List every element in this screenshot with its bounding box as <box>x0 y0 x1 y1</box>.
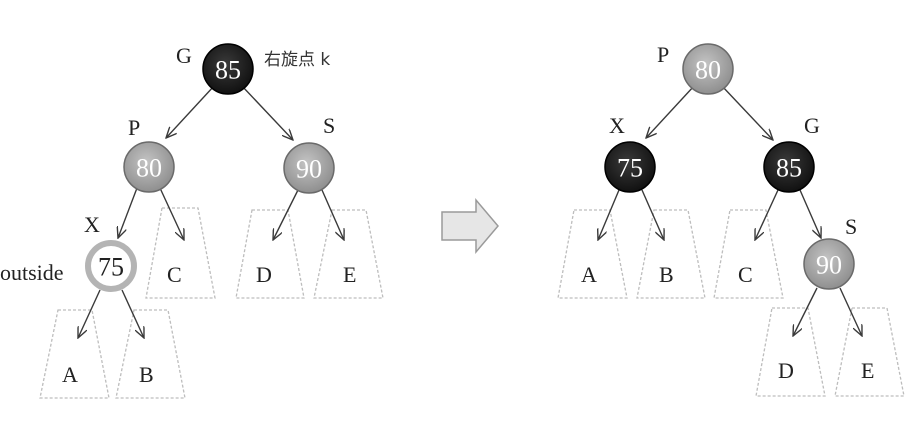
after-node-p: 80 P <box>657 42 734 95</box>
before-edge-g-p <box>166 85 215 138</box>
before-subtree-b: B <box>115 309 186 399</box>
after-node-p-value: 80 <box>695 56 721 85</box>
after-node-x: 75 X <box>604 113 656 193</box>
before-edge-s-d <box>273 189 299 240</box>
after-edge-g-s <box>799 189 821 238</box>
before-edge-p-c <box>159 187 184 240</box>
after-edge-g-c <box>755 189 779 240</box>
before-node-p-value: 80 <box>136 154 162 183</box>
after-node-g-value: 85 <box>776 154 802 183</box>
before-node-g-value: 85 <box>215 56 241 85</box>
before-subtree-a: A <box>39 309 110 399</box>
before-node-x-letter: X <box>84 212 100 237</box>
before-edge-p-x <box>118 187 138 238</box>
after-node-s-value: 90 <box>816 251 842 280</box>
before-node-s: 90 S <box>283 113 335 194</box>
before-subtree-e-label: E <box>343 262 356 287</box>
before-subtree-d: D <box>235 209 305 299</box>
after-subtree-c: C <box>713 209 784 299</box>
before-subtree-b-label: B <box>139 362 154 387</box>
before-node-s-value: 90 <box>296 155 322 184</box>
after-subtree-e: E <box>834 307 905 397</box>
after-tree: A B C D E 80 P <box>557 42 905 397</box>
before-subtree-e: E <box>313 209 384 299</box>
after-node-p-letter: P <box>657 42 669 67</box>
before-node-g-letter: G <box>176 43 192 68</box>
after-subtree-b: B <box>636 209 706 299</box>
after-subtree-e-label: E <box>861 358 874 383</box>
before-node-x-value: 75 <box>98 253 124 282</box>
after-subtree-c-label: C <box>738 262 753 287</box>
before-node-p: 80 P <box>123 115 175 193</box>
before-edge-s-e <box>321 189 344 240</box>
after-node-s-letter: S <box>845 214 857 239</box>
after-subtree-a-label: A <box>581 262 597 287</box>
after-node-x-letter: X <box>609 113 625 138</box>
after-node-g-letter: G <box>804 113 820 138</box>
after-node-x-value: 75 <box>617 154 643 183</box>
after-node-g: 85 G <box>763 113 820 193</box>
before-node-x: 75 X outside <box>0 212 137 292</box>
after-subtree-b-label: B <box>659 262 674 287</box>
after-edge-s-e <box>839 287 862 336</box>
after-edge-p-g <box>721 85 773 140</box>
after-edge-x-a <box>598 189 620 240</box>
before-edge-x-a <box>78 289 101 338</box>
after-edge-x-b <box>641 189 664 240</box>
before-node-g-note: 右旋点 k <box>264 50 330 70</box>
before-edge-g-s <box>241 85 293 140</box>
before-node-p-letter: P <box>128 115 140 140</box>
before-edge-x-b <box>121 289 144 338</box>
before-node-x-note: outside <box>0 260 64 285</box>
right-arrow-icon <box>441 197 499 255</box>
after-subtree-d: D <box>755 307 826 397</box>
before-node-g: 85 G 右旋点 k <box>176 43 330 95</box>
before-subtree-c-label: C <box>167 262 182 287</box>
after-subtree-d-label: D <box>778 358 794 383</box>
before-node-s-letter: S <box>323 113 335 138</box>
before-subtree-d-label: D <box>256 262 272 287</box>
before-subtree-a-label: A <box>62 362 78 387</box>
after-node-s: 90 S <box>803 214 857 290</box>
after-subtree-a: A <box>557 209 628 299</box>
before-subtree-c: C <box>145 207 216 299</box>
before-tree: C D E A B 85 G 右旋点 k <box>0 43 384 399</box>
after-edge-s-d <box>793 287 818 336</box>
after-edge-p-x <box>646 85 695 138</box>
